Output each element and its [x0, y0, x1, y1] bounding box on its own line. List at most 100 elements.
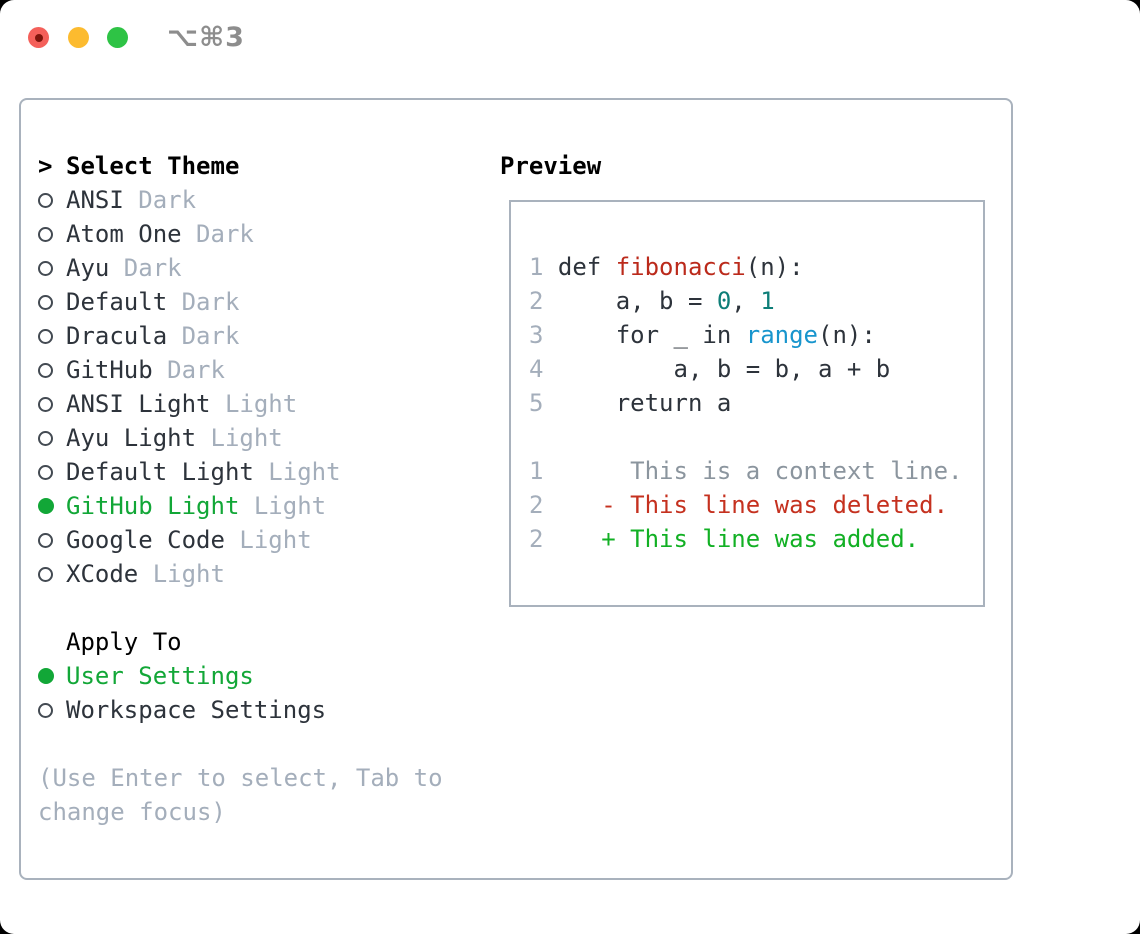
- theme-option[interactable]: Google Code Light: [38, 523, 443, 557]
- theme-option[interactable]: GitHub Dark: [38, 353, 443, 387]
- titlebar: ⌥⌘3: [0, 0, 1140, 70]
- code-token-code: (n):: [818, 321, 876, 349]
- code-line: 2 - This line was deleted.: [529, 488, 983, 522]
- code-token-ln: 1: [529, 253, 544, 281]
- code-token-num: 0: [716, 287, 732, 315]
- code-token-code: a, b = b, a + b: [543, 355, 891, 383]
- theme-name: XCode: [66, 560, 139, 588]
- theme-name: GitHub Light: [66, 492, 240, 520]
- minimize-button[interactable]: [68, 27, 89, 48]
- theme-name: Google Code: [66, 526, 225, 554]
- theme-name: ANSI Light: [66, 390, 211, 418]
- code-token-code: for _ in: [543, 321, 746, 349]
- apply-option[interactable]: Workspace Settings: [38, 693, 443, 727]
- theme-option[interactable]: Ayu Light Light: [38, 421, 443, 455]
- select-theme-header: > Select Theme: [38, 149, 443, 183]
- radio-unselected-icon: [38, 192, 53, 208]
- apply-option[interactable]: User Settings: [38, 659, 443, 693]
- theme-variant: Dark: [181, 220, 254, 248]
- preview-title: Preview: [500, 152, 602, 180]
- code-token-add: + This line was added.: [601, 525, 920, 553]
- theme-name: Dracula: [66, 322, 168, 350]
- theme-option[interactable]: Dracula Dark: [38, 319, 443, 353]
- theme-option[interactable]: GitHub Light Light: [38, 489, 443, 523]
- code-token-ln: 2: [529, 525, 544, 553]
- code-token-code: ,: [731, 287, 761, 315]
- code-line: 4 a, b = b, a + b: [529, 352, 983, 386]
- code-line: 5 return a: [529, 386, 983, 420]
- close-button[interactable]: [28, 27, 49, 48]
- code-token-code: [543, 525, 601, 553]
- code-token-code: def: [543, 253, 616, 281]
- theme-variant: Dark: [109, 254, 182, 282]
- theme-option[interactable]: Ayu Dark: [38, 251, 443, 285]
- radio-unselected-icon: [38, 532, 53, 548]
- theme-variant: Light: [196, 424, 283, 452]
- theme-variant: Dark: [123, 186, 197, 214]
- keyboard-hint: (Use Enter to select, Tab to change focus…: [38, 761, 443, 829]
- code-line: 2 + This line was added.: [529, 522, 983, 556]
- code-token-ln: 4: [529, 355, 544, 383]
- code-token-ln: 3: [529, 321, 544, 349]
- code-line: 1 This is a context line.: [529, 454, 983, 488]
- code-token-func: fibonacci: [615, 253, 746, 281]
- theme-name: Ayu: [66, 254, 110, 282]
- theme-option[interactable]: ANSI Light Light: [38, 387, 443, 421]
- radio-unselected-icon: [38, 430, 53, 446]
- code-line: 2 a, b = 0, 1: [529, 284, 983, 318]
- select-theme-title: Select Theme: [66, 152, 240, 180]
- apply-to-title: Apply To: [66, 628, 182, 656]
- code-line: [529, 420, 983, 454]
- theme-variant: Light: [253, 458, 341, 486]
- window-shortcut-label: ⌥⌘3: [167, 22, 245, 53]
- spacer: [38, 727, 443, 761]
- apply-option-label: Workspace Settings: [66, 696, 327, 724]
- code-token-ctx: This is a context line.: [543, 457, 963, 485]
- code-token-del: - This line was deleted.: [601, 491, 949, 519]
- code-token-ln: 5: [529, 389, 544, 417]
- spacer: [38, 591, 443, 625]
- code-token-code: a, b =: [543, 287, 717, 315]
- theme-option[interactable]: Atom One Dark: [38, 217, 443, 251]
- theme-option[interactable]: Default Light Light: [38, 455, 443, 489]
- code-line: 1 def fibonacci(n):: [529, 250, 983, 284]
- theme-name: Default Light: [66, 458, 254, 486]
- zoom-button[interactable]: [107, 27, 128, 48]
- code-token-call: range: [745, 321, 818, 349]
- theme-variant: Light: [210, 390, 298, 418]
- theme-name: ANSI: [66, 186, 124, 214]
- code-token-ln: 2: [529, 287, 544, 315]
- code-token-ln: 1: [529, 457, 544, 485]
- code-token-code: [543, 491, 601, 519]
- code-token-num: 1: [760, 287, 775, 315]
- theme-variant: Light: [239, 492, 327, 520]
- radio-unselected-icon: [38, 226, 53, 242]
- code-token-code: return a: [543, 389, 732, 417]
- radio-unselected-icon: [38, 464, 53, 480]
- theme-option[interactable]: XCode Light: [38, 557, 443, 591]
- theme-name: Default: [66, 288, 168, 316]
- theme-variant: Dark: [152, 356, 225, 384]
- theme-name: GitHub: [66, 356, 153, 384]
- radio-selected-icon: [38, 498, 54, 514]
- radio-unselected-icon: [38, 294, 53, 310]
- radio-unselected-icon: [38, 260, 53, 276]
- apply-option-label: User Settings: [66, 662, 254, 690]
- theme-variant: Light: [138, 560, 225, 588]
- theme-name: Ayu Light: [66, 424, 197, 452]
- theme-option[interactable]: ANSI Dark: [38, 183, 443, 217]
- hint-line: (Use Enter to select, Tab to: [38, 764, 443, 792]
- theme-option[interactable]: Default Dark: [38, 285, 443, 319]
- radio-unselected-icon: [38, 328, 53, 344]
- hint-line: change focus): [38, 798, 226, 826]
- radio-unselected-icon: [38, 362, 53, 378]
- radio-unselected-icon: [38, 566, 53, 582]
- prompt-icon: >: [38, 152, 53, 180]
- code-token-code: (n):: [745, 253, 804, 281]
